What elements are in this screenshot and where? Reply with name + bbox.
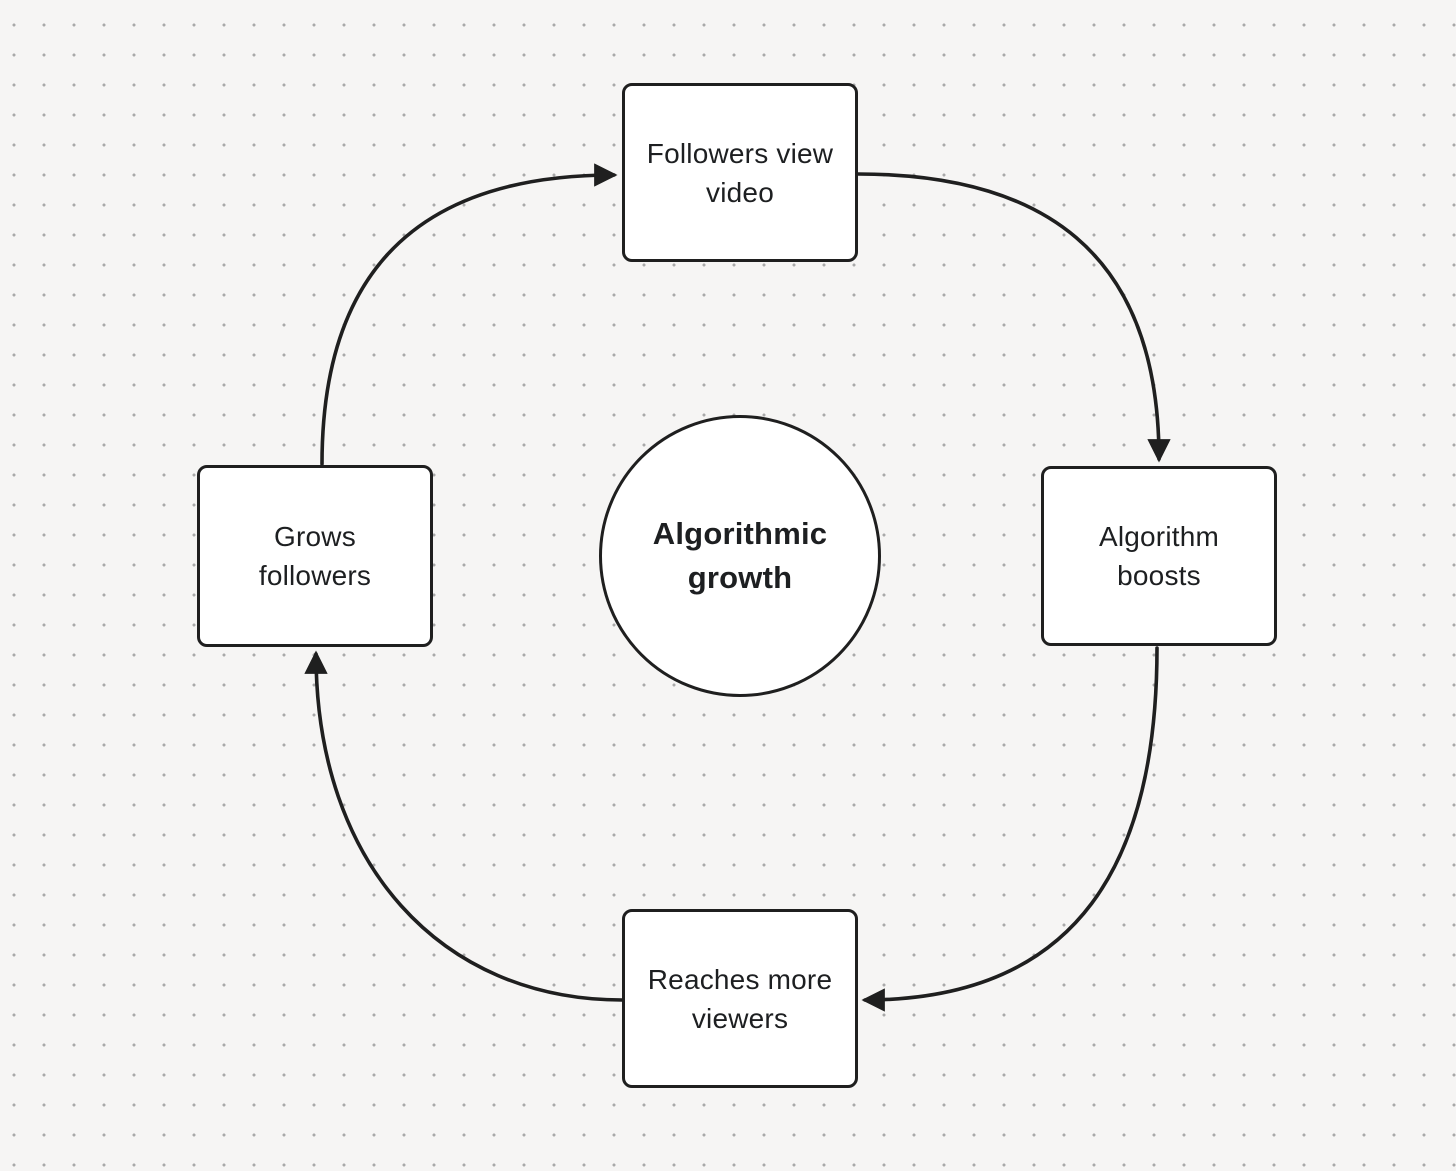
center-label-line: growth: [687, 560, 793, 595]
node-grows-followers[interactable]: Grows followers: [197, 465, 433, 647]
node-label: Algorithm boosts: [1099, 517, 1219, 595]
center-label: Algorithmic growth: [653, 512, 827, 600]
node-label: Grows followers: [259, 517, 371, 595]
edge-algorithm-boosts-to-reaches-more-viewers[interactable]: [861, 646, 1159, 1012]
node-label-line: Grows: [274, 521, 356, 552]
node-label-line: Algorithm: [1098, 521, 1220, 552]
edge-grows-followers-to-followers-view-video[interactable]: [320, 163, 618, 466]
edge-followers-view-video-to-algorithm-boosts[interactable]: [856, 172, 1171, 463]
center-label-line: Algorithmic: [652, 516, 828, 551]
node-label-line: viewers: [691, 1002, 789, 1034]
node-label-line: video: [706, 176, 774, 208]
node-label-line: boosts: [1117, 560, 1201, 591]
node-label-line: Followers view: [646, 137, 834, 169]
node-reaches-more-viewers[interactable]: Reaches more viewers: [622, 909, 858, 1088]
node-label: Followers view video: [647, 134, 833, 212]
node-label-line: followers: [258, 560, 372, 591]
node-label: Reaches more viewers: [648, 960, 832, 1038]
node-algorithm-boosts[interactable]: Algorithm boosts: [1041, 466, 1277, 646]
edge-reaches-more-viewers-to-grows-followers[interactable]: [304, 650, 624, 1002]
node-followers-view-video[interactable]: Followers view video: [622, 83, 858, 262]
node-algorithmic-growth-center[interactable]: Algorithmic growth: [599, 415, 881, 697]
node-label-line: Reaches more: [647, 963, 833, 995]
